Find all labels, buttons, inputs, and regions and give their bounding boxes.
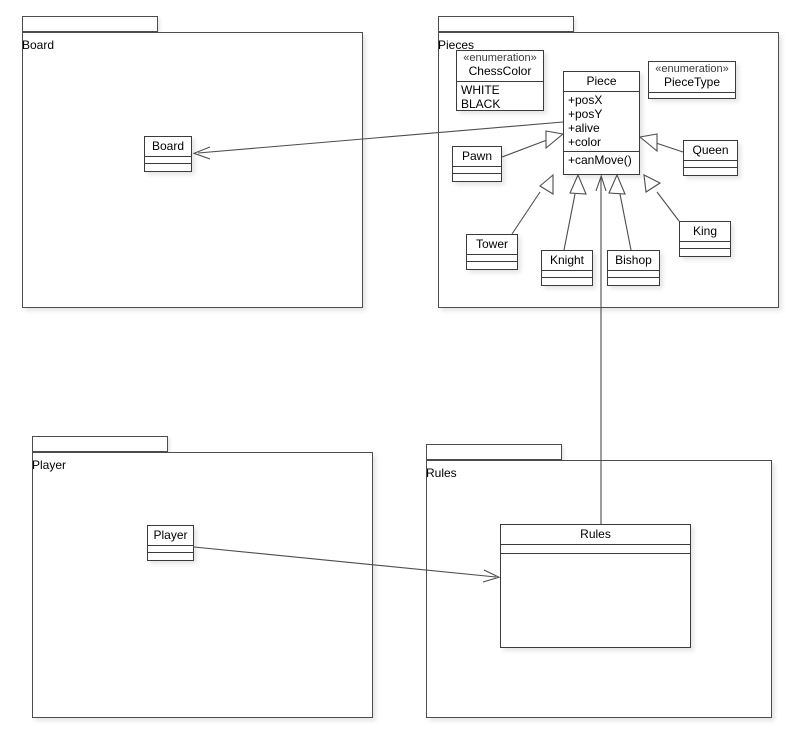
stereotype-label: «enumeration» [463, 52, 537, 64]
operations-compartment [680, 249, 730, 256]
attributes-compartment [608, 271, 659, 279]
attributes-compartment [680, 242, 730, 250]
class-name: King [680, 222, 730, 242]
class-box-knight[interactable]: Knight [541, 250, 593, 286]
class-name: Queen [684, 141, 737, 161]
class-box-player[interactable]: Player [147, 525, 194, 561]
attribute-row: +color [568, 135, 602, 149]
class-box-pawn[interactable]: Pawn [452, 146, 502, 182]
operations-compartment: +canMove() [564, 152, 639, 174]
class-name: Knight [542, 251, 592, 271]
class-box-board[interactable]: Board [144, 136, 192, 172]
class-box-bishop[interactable]: Bishop [607, 250, 660, 286]
literals-compartment: WHITE BLACK [457, 82, 543, 113]
attributes-compartment [467, 255, 517, 263]
operations-compartment [467, 262, 517, 269]
class-name: Board [145, 137, 191, 157]
operations-compartment [684, 168, 737, 175]
literals-compartment [649, 93, 735, 98]
operations-compartment [501, 554, 690, 647]
attributes-compartment [148, 546, 193, 554]
enum-literal: WHITE [461, 83, 500, 97]
class-name: Bishop [608, 251, 659, 271]
attributes-compartment [542, 271, 592, 279]
attribute-row: +alive [568, 121, 600, 135]
operations-compartment [145, 164, 191, 171]
class-name: «enumeration» ChessColor [457, 51, 543, 82]
package-tab [32, 436, 168, 452]
class-box-piece[interactable]: Piece +posX +posY +alive +color +canMove… [563, 71, 640, 175]
class-name-label: PieceType [663, 75, 721, 89]
package-tab [22, 16, 158, 32]
stereotype-label: «enumeration» [655, 63, 729, 75]
class-name-label: ChessColor [468, 64, 532, 78]
class-name: «enumeration» PieceType [649, 62, 735, 93]
attributes-compartment [145, 157, 191, 165]
operations-compartment [148, 553, 193, 560]
class-name: Player [148, 526, 193, 546]
class-box-chesscolor[interactable]: «enumeration» ChessColor WHITE BLACK [456, 50, 544, 111]
class-name: Tower [467, 235, 517, 255]
operations-compartment [608, 278, 659, 285]
class-name: Rules [501, 525, 690, 545]
package-tab [426, 444, 562, 460]
attributes-compartment [684, 161, 737, 169]
class-box-tower[interactable]: Tower [466, 234, 518, 270]
enum-literal: BLACK [461, 97, 501, 111]
attributes-compartment [453, 167, 501, 175]
class-box-queen[interactable]: Queen [683, 140, 738, 176]
operations-compartment [542, 278, 592, 285]
operations-compartment [453, 174, 501, 181]
class-name: Pawn [453, 147, 501, 167]
class-box-rules[interactable]: Rules [500, 524, 691, 648]
class-box-piecetype[interactable]: «enumeration» PieceType [648, 61, 736, 99]
package-body [32, 452, 373, 718]
package-body [22, 32, 363, 308]
class-box-king[interactable]: King [679, 221, 731, 257]
attributes-compartment: +posX +posY +alive +color [564, 92, 639, 152]
package-tab [438, 16, 574, 32]
attribute-row: +posY [568, 107, 603, 121]
class-name: Piece [564, 72, 639, 92]
attribute-row: +posX [568, 93, 603, 107]
attributes-compartment [501, 545, 690, 554]
operation-row: +canMove() [568, 153, 632, 167]
